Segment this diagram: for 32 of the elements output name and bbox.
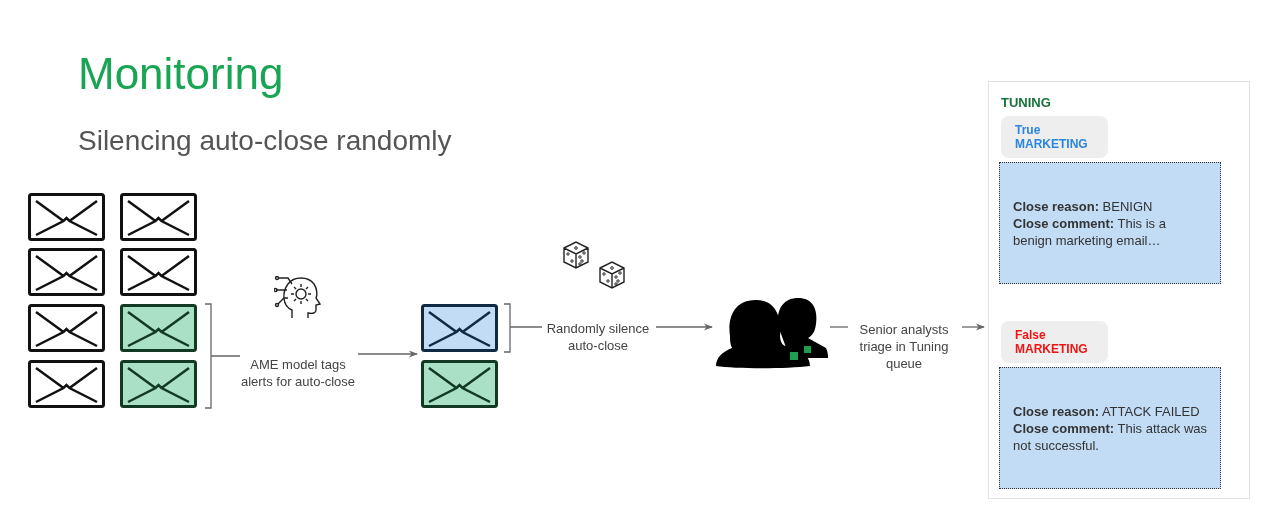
tag-badge: True MARKETING	[1001, 116, 1108, 158]
close-detail-text: Close comment: This attack was not successful.	[1013, 419, 1208, 454]
envelope-icon	[421, 304, 498, 352]
close-detail-text: Close reason: BENIGN	[1013, 197, 1154, 215]
envelope-icon	[120, 193, 197, 241]
step-label: Senior analysts triage in Tuning queue	[858, 321, 950, 372]
panel-heading: TUNING	[1001, 95, 1051, 110]
envelope-icon	[28, 248, 105, 296]
bracket-connector	[503, 303, 543, 353]
close-detail-text: Close comment: This is a benign marketing email…	[1013, 214, 1167, 249]
envelope-icon	[28, 193, 105, 241]
connector-line	[829, 326, 849, 328]
step-label: AME model tags alerts for auto-close	[240, 356, 356, 390]
envelope-icon	[421, 360, 498, 408]
note-card	[999, 367, 1221, 489]
close-detail-text: Close reason: ATTACK FAILED	[1013, 402, 1201, 420]
envelope-icon	[28, 360, 105, 408]
arrow	[655, 323, 713, 331]
envelope-icon	[28, 304, 105, 352]
envelope-icon	[120, 360, 197, 408]
envelope-icon	[120, 304, 197, 352]
arrow	[357, 350, 418, 358]
tuning-panel	[988, 81, 1250, 499]
subtitle: Silencing auto-close randomly	[78, 124, 452, 158]
people-icon	[716, 296, 828, 368]
arrow	[961, 323, 985, 331]
note-card	[999, 162, 1221, 284]
bracket-connector	[204, 303, 241, 409]
step-label: Randomly silence auto-close	[545, 320, 651, 354]
envelope-icon	[120, 248, 197, 296]
tag-badge: False MARKETING	[1001, 321, 1108, 363]
page-title: Monitoring	[78, 50, 284, 99]
